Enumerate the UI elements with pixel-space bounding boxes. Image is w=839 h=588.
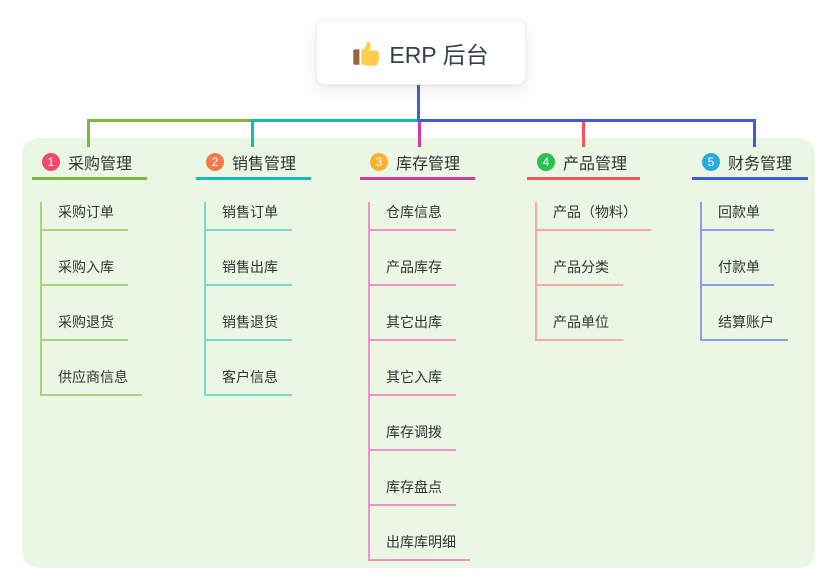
branch-header: 3 库存管理 <box>360 146 475 180</box>
branch-header: 1 采购管理 <box>32 146 147 180</box>
branch-title: 财务管理 <box>728 155 793 173</box>
connector-horizontal-midleft <box>251 119 418 122</box>
branch-children: 采购订单采购入库采购退货供应商信息 <box>40 202 147 396</box>
child-node: 供应商信息 <box>42 367 142 396</box>
child-node: 采购入库 <box>42 257 128 286</box>
branch-number-badge: 3 <box>370 152 388 171</box>
child-node: 销售退货 <box>206 312 292 341</box>
child-node: 库存盘点 <box>370 477 456 506</box>
branch-number-badge: 2 <box>206 152 224 171</box>
child-node: 产品库存 <box>370 257 456 286</box>
branch-drop-line <box>753 119 756 147</box>
branch-title: 采购管理 <box>68 155 133 173</box>
branch-drop-line <box>87 119 90 147</box>
child-node: 产品（物料） <box>537 202 651 231</box>
child-node: 结算账户 <box>702 312 788 341</box>
root-trunk-line <box>417 83 420 122</box>
branch-children: 销售订单销售出库销售退货客户信息 <box>204 202 311 396</box>
child-node: 产品分类 <box>537 257 623 286</box>
branch-title: 产品管理 <box>563 155 628 173</box>
child-node: 回款单 <box>702 202 774 231</box>
child-node: 采购退货 <box>42 312 128 341</box>
root-title: ERP 后台 <box>389 41 489 68</box>
child-node: 出库库明细 <box>370 532 470 561</box>
branch-children: 仓库信息产品库存其它出库其它入库库存调拨库存盘点出库库明细 <box>368 202 475 561</box>
child-node: 客户信息 <box>206 367 292 396</box>
connector-horizontal-left <box>87 119 251 122</box>
branches-panel <box>22 138 815 568</box>
branch-2: 2 销售管理销售订单销售出库销售退货客户信息 <box>196 146 311 396</box>
branch-1: 1 采购管理采购订单采购入库采购退货供应商信息 <box>32 146 147 396</box>
thumbs-up-icon <box>353 41 380 66</box>
branch-drop-line <box>251 119 254 147</box>
branch-title: 销售管理 <box>232 155 297 173</box>
branch-number-badge: 4 <box>537 152 555 171</box>
branch-title: 库存管理 <box>396 155 461 173</box>
branch-drop-line <box>582 119 585 147</box>
child-node: 采购订单 <box>42 202 128 231</box>
branch-3: 3 库存管理仓库信息产品库存其它出库其它入库库存调拨库存盘点出库库明细 <box>360 146 475 561</box>
child-node: 库存调拨 <box>370 422 456 451</box>
root-node: ERP 后台 <box>316 20 526 85</box>
branch-header: 2 销售管理 <box>196 146 311 180</box>
child-node: 销售出库 <box>206 257 292 286</box>
branch-drop-line <box>418 119 421 147</box>
child-node: 付款单 <box>702 257 774 286</box>
branch-4: 4 产品管理产品（物料） 产品分类产品单位 <box>527 146 651 341</box>
child-node: 产品单位 <box>537 312 623 341</box>
branch-header: 5 财务管理 <box>692 146 808 180</box>
connector-horizontal-right <box>419 119 756 122</box>
child-node: 其它入库 <box>370 367 456 396</box>
branch-5: 5 财务管理回款单付款单结算账户 <box>692 146 808 341</box>
branch-header: 4 产品管理 <box>527 146 640 180</box>
branch-children: 回款单付款单结算账户 <box>700 202 808 341</box>
branch-children: 产品（物料） 产品分类产品单位 <box>535 202 651 341</box>
branch-number-badge: 1 <box>42 152 60 171</box>
child-node: 仓库信息 <box>370 202 456 231</box>
branch-number-badge: 5 <box>702 152 720 171</box>
child-node: 其它出库 <box>370 312 456 341</box>
child-node: 销售订单 <box>206 202 292 231</box>
